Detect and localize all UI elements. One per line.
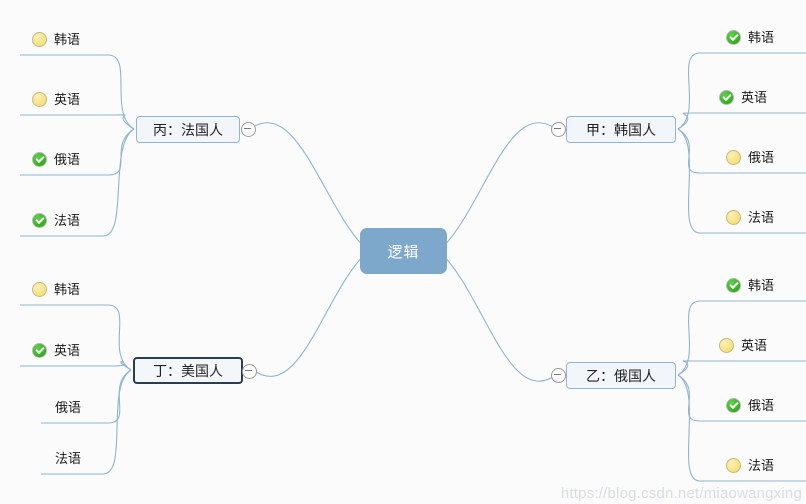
leaf-node-label: 英语 [741,89,768,105]
leaf-node[interactable]: 法语 [726,206,774,228]
leaf-node-label: 俄语 [748,149,775,165]
leaf-node-label: 韩语 [748,277,775,293]
check-icon [726,29,741,45]
edge [102,369,132,475]
leaf-node-label: 韩语 [748,29,775,45]
leaf-node-label: 英语 [54,342,81,358]
edge [677,128,701,174]
leaf-node[interactable]: 韩语 [726,274,774,296]
edge [107,128,135,176]
leaf-node-label: 英语 [741,337,768,353]
root-node-label: 逻辑 [387,243,420,261]
edge [102,128,135,237]
branch-node-label: 丙：法国人 [153,121,223,138]
collapse-toggle-ding[interactable] [242,364,257,379]
collapse-toggle-yi[interactable] [551,368,566,383]
pending-circle-icon [719,337,734,353]
leaf-node[interactable]: 韩语 [32,28,80,50]
root-node[interactable]: 逻辑 [360,228,447,274]
edge [677,360,694,376]
check-icon [32,151,47,167]
check-icon [726,397,741,413]
collapse-toggle-jia[interactable] [551,122,566,137]
pending-circle-icon [726,149,741,165]
edge [677,128,701,234]
leaf-node[interactable]: 英语 [719,334,767,356]
branch-node-jia[interactable]: 甲：韩国人 [566,116,676,143]
leaf-node[interactable]: 英语 [32,339,80,361]
pending-circle-icon [32,281,47,297]
branch-node-label: 甲：韩国人 [586,121,656,138]
edge [249,122,369,252]
edge [252,250,369,377]
leaf-node-label: 英语 [54,91,81,107]
leaf-node-label: 俄语 [748,397,775,413]
leaf-node-label: 俄语 [55,399,82,415]
leaf-node[interactable]: 英语 [32,88,80,110]
leaf-node[interactable]: 法语 [32,209,80,231]
leaf-node[interactable]: 韩语 [726,26,774,48]
leaf-node[interactable]: 韩语 [32,278,80,300]
branch-node-ding[interactable]: 丁：美国人 [133,357,243,384]
collapse-toggle-bing[interactable] [241,122,256,137]
leaf-node[interactable]: 俄语 [726,394,774,416]
branch-node-label: 丁：美国人 [153,362,223,379]
leaf-node-label: 法语 [55,450,82,466]
edge [677,300,701,376]
leaf-node-label: 法语 [54,212,81,228]
edge [113,361,132,371]
edge [107,54,135,130]
leaf-node[interactable]: 法语 [55,447,81,469]
leaf-node[interactable]: 俄语 [32,148,80,170]
leaf-node[interactable]: 俄语 [55,396,81,418]
pending-circle-icon [32,91,47,107]
edge [677,52,701,130]
pending-circle-icon [726,209,741,225]
leaf-node-label: 法语 [748,457,775,473]
edge [113,114,135,130]
leaf-node[interactable]: 俄语 [726,146,774,168]
check-icon [726,277,741,293]
watermark: https://blog.csdn.net/miaowangxing [560,485,802,502]
pending-circle-icon [726,457,741,473]
branch-node-bing[interactable]: 丙：法国人 [136,116,240,143]
edge [677,374,701,482]
edge [438,122,557,252]
edge [677,112,694,130]
check-icon [32,212,47,228]
edge [107,369,132,424]
leaf-node-label: 俄语 [54,151,81,167]
leaf-node-label: 法语 [748,209,775,225]
edge [438,250,557,382]
check-icon [719,89,734,105]
branch-node-yi[interactable]: 乙：俄国人 [566,362,676,389]
leaf-node[interactable]: 英语 [719,86,767,108]
pending-circle-icon [32,31,47,47]
leaf-node-label: 韩语 [54,281,81,297]
edge [677,374,701,422]
leaf-node-label: 韩语 [54,31,81,47]
branch-node-label: 乙：俄国人 [586,367,656,384]
edge [107,304,132,371]
leaf-node[interactable]: 法语 [726,454,774,476]
check-icon [32,342,47,358]
